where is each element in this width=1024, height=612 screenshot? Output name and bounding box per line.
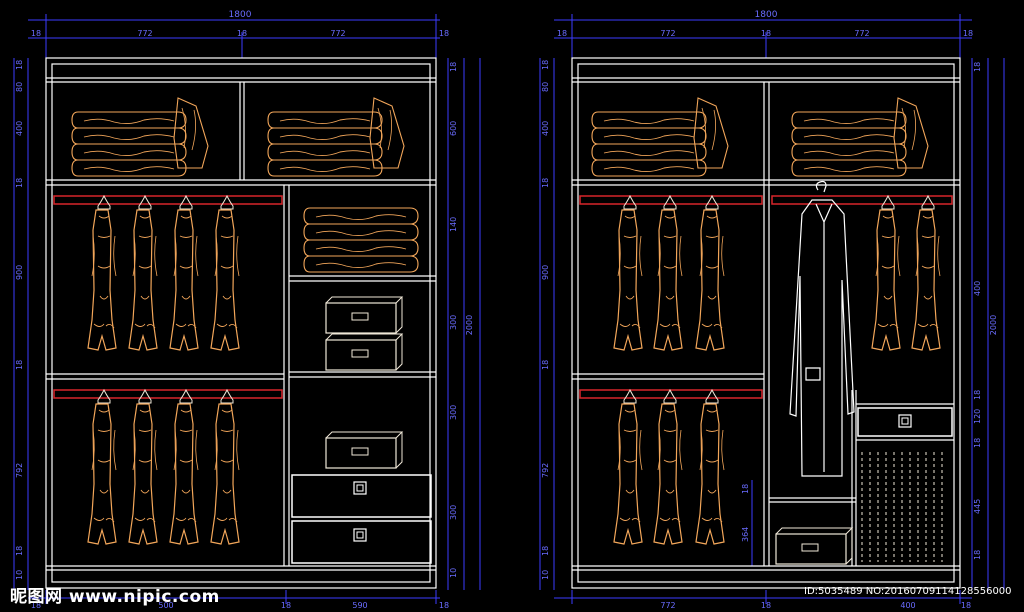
left-storage-boxes — [325, 296, 403, 469]
svg-text:18: 18 — [15, 60, 24, 70]
left-overall-height: 2000 — [465, 315, 474, 335]
right-edge-right: 18 — [963, 29, 973, 38]
svg-text:400: 400 — [900, 601, 915, 610]
left-folded-clothes-top-right — [267, 97, 405, 177]
svg-text:300: 300 — [449, 405, 458, 420]
left-width-right: 772 — [330, 29, 345, 38]
svg-text:140: 140 — [449, 217, 458, 232]
svg-text:364: 364 — [741, 527, 750, 542]
svg-text:18: 18 — [439, 601, 449, 610]
svg-text:18: 18 — [541, 360, 550, 370]
svg-text:400: 400 — [973, 281, 982, 296]
svg-text:80: 80 — [15, 82, 24, 92]
svg-text:772: 772 — [660, 601, 675, 610]
right-hanging-rods — [579, 195, 953, 399]
left-width-left: 772 — [137, 29, 152, 38]
left-carcass — [45, 57, 437, 589]
svg-text:120: 120 — [973, 409, 982, 424]
right-folded-clothes-top-right — [791, 97, 929, 177]
left-overall-width: 1800 — [229, 10, 252, 20]
left-edge-left: 18 — [31, 29, 41, 38]
svg-text:300: 300 — [449, 505, 458, 520]
svg-text:18: 18 — [741, 484, 750, 494]
right-side-dim-labels: 18 80 400 18 900 18 792 18 10 — [541, 60, 550, 580]
left-drawers — [291, 474, 432, 564]
left-hanging-shirts-upper — [87, 195, 240, 351]
svg-text:18: 18 — [281, 601, 291, 610]
left-cabinet: 1800 772 18 772 18 18 2000 18 80 400 18 … — [13, 10, 481, 610]
right-long-coat — [789, 180, 855, 477]
svg-text:18: 18 — [15, 178, 24, 188]
svg-text:18: 18 — [15, 546, 24, 556]
right-overall-width: 1800 — [755, 10, 778, 20]
svg-text:900: 900 — [15, 265, 24, 280]
left-right-dim-labels: 18 600 140 300 300 300 10 — [449, 62, 458, 578]
left-width-mid: 18 — [237, 29, 247, 38]
svg-text:18: 18 — [449, 62, 458, 72]
svg-text:18: 18 — [761, 601, 771, 610]
left-side-dim-labels: 18 80 400 18 900 18 792 18 10 — [15, 60, 24, 580]
svg-text:900: 900 — [541, 265, 550, 280]
svg-text:500: 500 — [158, 601, 173, 610]
svg-text:18: 18 — [973, 550, 982, 560]
svg-text:792: 792 — [541, 463, 550, 478]
watermark-logo: 昵图网 www.nipic.com — [10, 587, 220, 607]
right-width-right: 772 — [854, 29, 869, 38]
right-inner-dim-labels: 18 364 — [741, 484, 750, 542]
svg-text:10: 10 — [541, 570, 550, 580]
svg-text:18: 18 — [31, 601, 41, 610]
svg-text:18: 18 — [973, 390, 982, 400]
svg-text:80: 80 — [541, 82, 550, 92]
svg-text:10: 10 — [15, 570, 24, 580]
svg-text:10: 10 — [449, 568, 458, 578]
svg-text:600: 600 — [449, 121, 458, 136]
right-cabinet: 1800 772 18 772 18 18 2000 18 80 400 18 … — [539, 10, 1005, 610]
svg-text:18: 18 — [541, 178, 550, 188]
right-tie-rack — [861, 452, 943, 562]
right-folded-clothes-top-left — [591, 97, 729, 177]
right-bottom-dim-labels: 772 18 400 18 — [660, 601, 971, 610]
svg-text:18: 18 — [973, 62, 982, 72]
svg-text:445: 445 — [973, 499, 982, 514]
svg-text:590: 590 — [352, 601, 367, 610]
left-hanging-shirts-lower — [87, 389, 240, 545]
right-width-left: 772 — [660, 29, 675, 38]
watermark-id: ID:5035489 NO:20160709114128556000 — [804, 586, 1012, 597]
left-hanging-rods — [53, 195, 283, 399]
left-folded-clothes-top-left — [71, 97, 209, 177]
svg-text:300: 300 — [449, 315, 458, 330]
svg-text:18: 18 — [541, 546, 550, 556]
left-bottom-dim-labels: 18 500 18 590 18 — [31, 601, 449, 610]
svg-text:18: 18 — [961, 601, 971, 610]
svg-text:792: 792 — [15, 463, 24, 478]
left-folded-clothes-middle — [303, 207, 419, 273]
svg-text:18: 18 — [15, 360, 24, 370]
right-hanging-shirts-lower — [613, 389, 725, 545]
svg-text:400: 400 — [541, 121, 550, 136]
svg-text:400: 400 — [15, 121, 24, 136]
right-width-mid: 18 — [761, 29, 771, 38]
left-edge-right: 18 — [439, 29, 449, 38]
left-dimension-lines — [13, 14, 481, 604]
right-edge-left: 18 — [557, 29, 567, 38]
right-hanging-shirts-upper — [613, 195, 941, 351]
right-right-dim-labels: 18 400 18 120 18 445 18 — [973, 62, 982, 560]
svg-text:18: 18 — [541, 60, 550, 70]
right-drawer — [857, 407, 953, 437]
right-storage-box — [775, 527, 853, 565]
svg-text:18: 18 — [973, 438, 982, 448]
right-overall-height: 2000 — [989, 315, 998, 335]
right-dimension-lines — [539, 14, 1005, 604]
